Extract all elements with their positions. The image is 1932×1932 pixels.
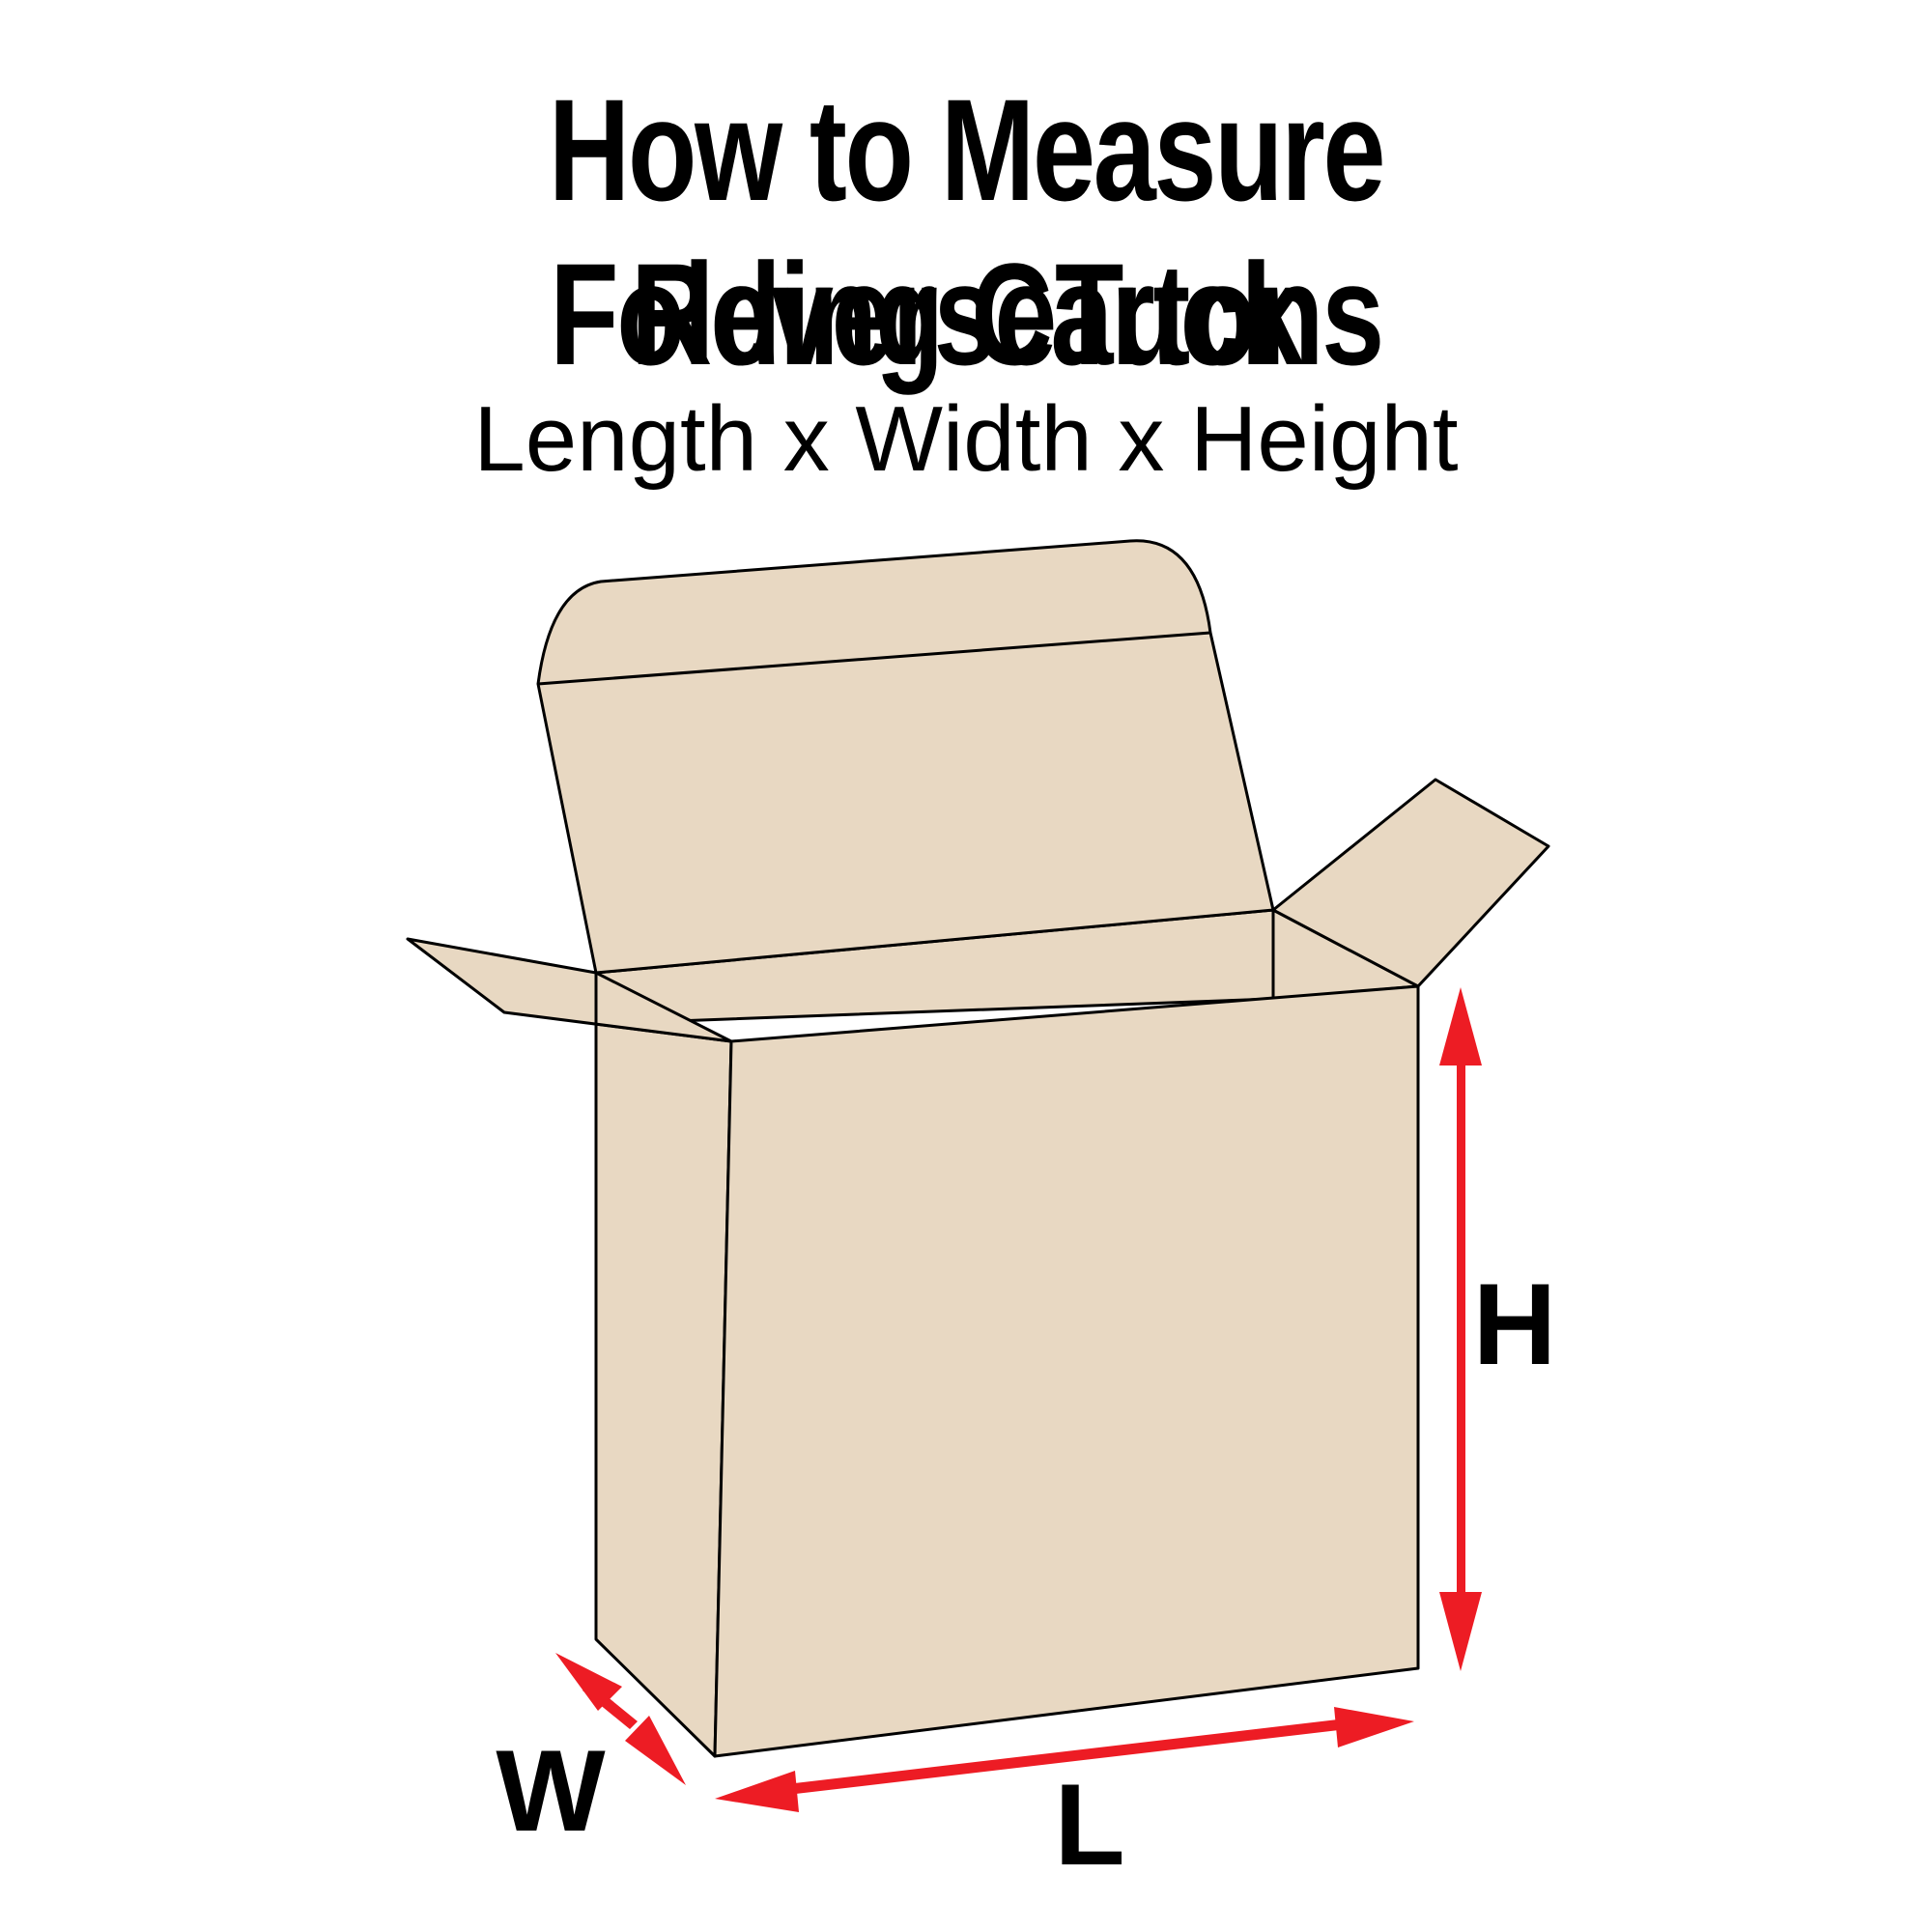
carton-right-dust-flap	[1271, 778, 1550, 988]
carton-lid-fold	[537, 631, 1211, 686]
carton-top-lid	[536, 539, 1275, 975]
page-title-line-2: Folding Cartons	[550, 233, 1384, 395]
length-label: L	[1054, 1760, 1124, 1889]
page-subtitle: Length x Width x Height	[473, 387, 1459, 491]
height-label: H	[1473, 1260, 1557, 1389]
carton-front-panel	[713, 984, 1420, 1758]
width-label: W	[496, 1726, 606, 1856]
height-arrow	[1439, 987, 1482, 1671]
page-title-line-1: How to Measure ReverseTuck	[548, 69, 1386, 395]
carton-left-side	[594, 1022, 733, 1758]
length-arrow	[715, 1707, 1414, 1812]
width-arrow	[555, 1653, 686, 1785]
